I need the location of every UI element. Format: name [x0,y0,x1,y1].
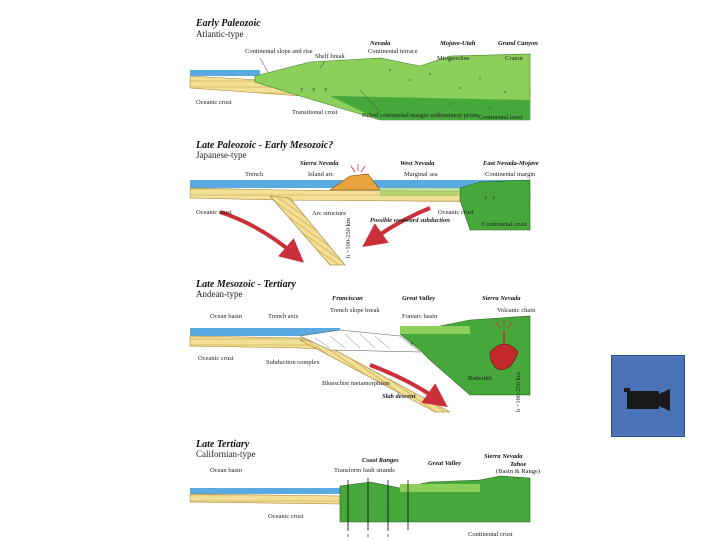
video-camera-icon [624,388,670,411]
label-franciscan: Franciscan [332,295,363,302]
label-oceanic-crust: Oceanic crust [196,209,232,216]
volcano-icon [350,164,366,173]
panel-subtitle: Atlantic-type [196,29,243,39]
label-marginal-sea: Marginal sea [404,171,438,178]
label-depth: h ~100-250 km [345,218,352,258]
question-mark: ? [300,87,303,94]
label-depth: h ~100-250 km [515,372,522,412]
panel-late-tertiary: Late Tertiary Californian-type Coast Ran… [189,439,540,538]
ocean-water [190,70,260,76]
question-mark: ? [324,87,327,94]
label-craton: Craton [505,55,523,62]
label-great-valley: Great Valley [428,460,461,467]
label-continental-margin: Continental margin [485,171,536,178]
question-mark: ? [492,195,495,202]
label-mojave-utah: Mojave-Utah [439,40,476,47]
transform-faults [347,478,409,530]
label-continental-slope: Continental slope and rise [245,48,313,55]
label-trench: Trench [245,171,264,178]
label-grand-canyon: Grand Canyon [498,40,538,47]
label-nevada: Nevada [369,40,391,47]
label-ocean-basin: Ocean basin [210,313,243,320]
label-oceanic-crust-2: Oceanic crust [438,209,474,216]
question-mark: ? [312,87,315,94]
subduction-arrow [219,210,305,263]
label-great-valley: Great Valley [402,295,435,302]
label-oceanic-crust: Oceanic crust [268,513,304,520]
label-arc-structure: Arc structure [312,210,346,217]
subduction-complex [299,329,421,353]
question-mark: ? [410,341,413,348]
label-blueschist: Blueschist metamorphism [322,380,390,387]
label-ocean-basin: Ocean basin [210,467,243,474]
label-rifted-margin: Rifted continental margin sedimentary pr… [362,112,479,119]
ocean-water [190,488,340,494]
label-continental-crust: Continental crust [468,531,513,538]
label-possible-subduction: Possible westward subduction [370,217,450,224]
panel-late-mesozoic: Late Mesozoic - Tertiary Andean-type Fra… [189,279,536,413]
label-shelf-break: Shelf break [315,53,346,60]
panel-subtitle: Andean-type [196,289,242,299]
great-valley-sediments [400,484,480,492]
label-continental-crust: Continental crust [482,221,527,228]
label-oceanic-crust: Oceanic crust [196,99,232,106]
slab-descent-arrow [369,363,448,407]
label-forearc-basin: Forearc basin [402,313,438,320]
westward-subduction-arrow [362,206,431,247]
continental-block [459,179,531,231]
panel-title: Early Paleozoic [195,18,261,29]
panel-subtitle: Californian-type [196,449,255,459]
label-subduction-complex: Subduction complex [266,359,320,366]
panel-title: Late Mesozoic - Tertiary [195,279,296,290]
continental-crust-block [330,96,530,120]
label-transform-fault: Transform fault strands [334,467,395,474]
label-slab-descent: Slab descent [382,393,416,400]
label-trench-axis: Trench axis [268,313,299,320]
subducting-slab [269,195,346,266]
oceanic-crust-layer [189,493,341,505]
panel-subtitle: Japanese-type [196,150,246,160]
label-sierra-nevada: Sierra Nevada [482,295,521,302]
label-east-nevada-mojave: East Nevada-Mojave [482,160,539,167]
label-transitional-crust: Transitional crust [292,109,338,116]
panel-early-paleozoic: Early Paleozoic Atlantic-type ? ? ? Cont… [189,18,538,121]
label-trench-slope-break: Trench slope break [330,307,380,314]
label-tahoe: Tahoe [510,461,526,468]
video-camera-button[interactable] [611,355,685,437]
panel-title: Late Paleozoic - Early Mesozoic? [195,140,333,151]
label-basin-range: (Basin & Range) [496,468,540,475]
label-island-arc: Island arc [308,171,334,178]
label-oceanic-crust: Oceanic crust [198,355,234,362]
continental-block [399,315,531,396]
label-batholith: Batholith [468,375,493,382]
question-mark: ? [484,195,487,202]
volcano-icon [495,320,513,329]
forearc-basin [400,326,470,334]
label-sierra-nevada: Sierra Nevada [484,453,523,460]
continental-block [339,475,531,523]
panel-title: Late Tertiary [195,439,250,450]
label-sierra-nevada: Sierra Nevada [300,160,339,167]
label-volcanic-chain: Volcanic chain [497,307,536,314]
marginal-sea-sediments [380,188,460,196]
island-arc [329,173,381,191]
label-continental-terrace: Continental terrace [368,48,418,55]
label-continental-crust: Continental crust [478,114,523,121]
label-west-nevada: West Nevada [400,160,435,167]
ocean-water [190,328,340,336]
label-coast-ranges: Coast Ranges [362,457,399,464]
label-miogeocline: Miogeocline [437,55,470,62]
panel-late-paleozoic: Late Paleozoic - Early Mesozoic? Japanes… [189,140,539,266]
